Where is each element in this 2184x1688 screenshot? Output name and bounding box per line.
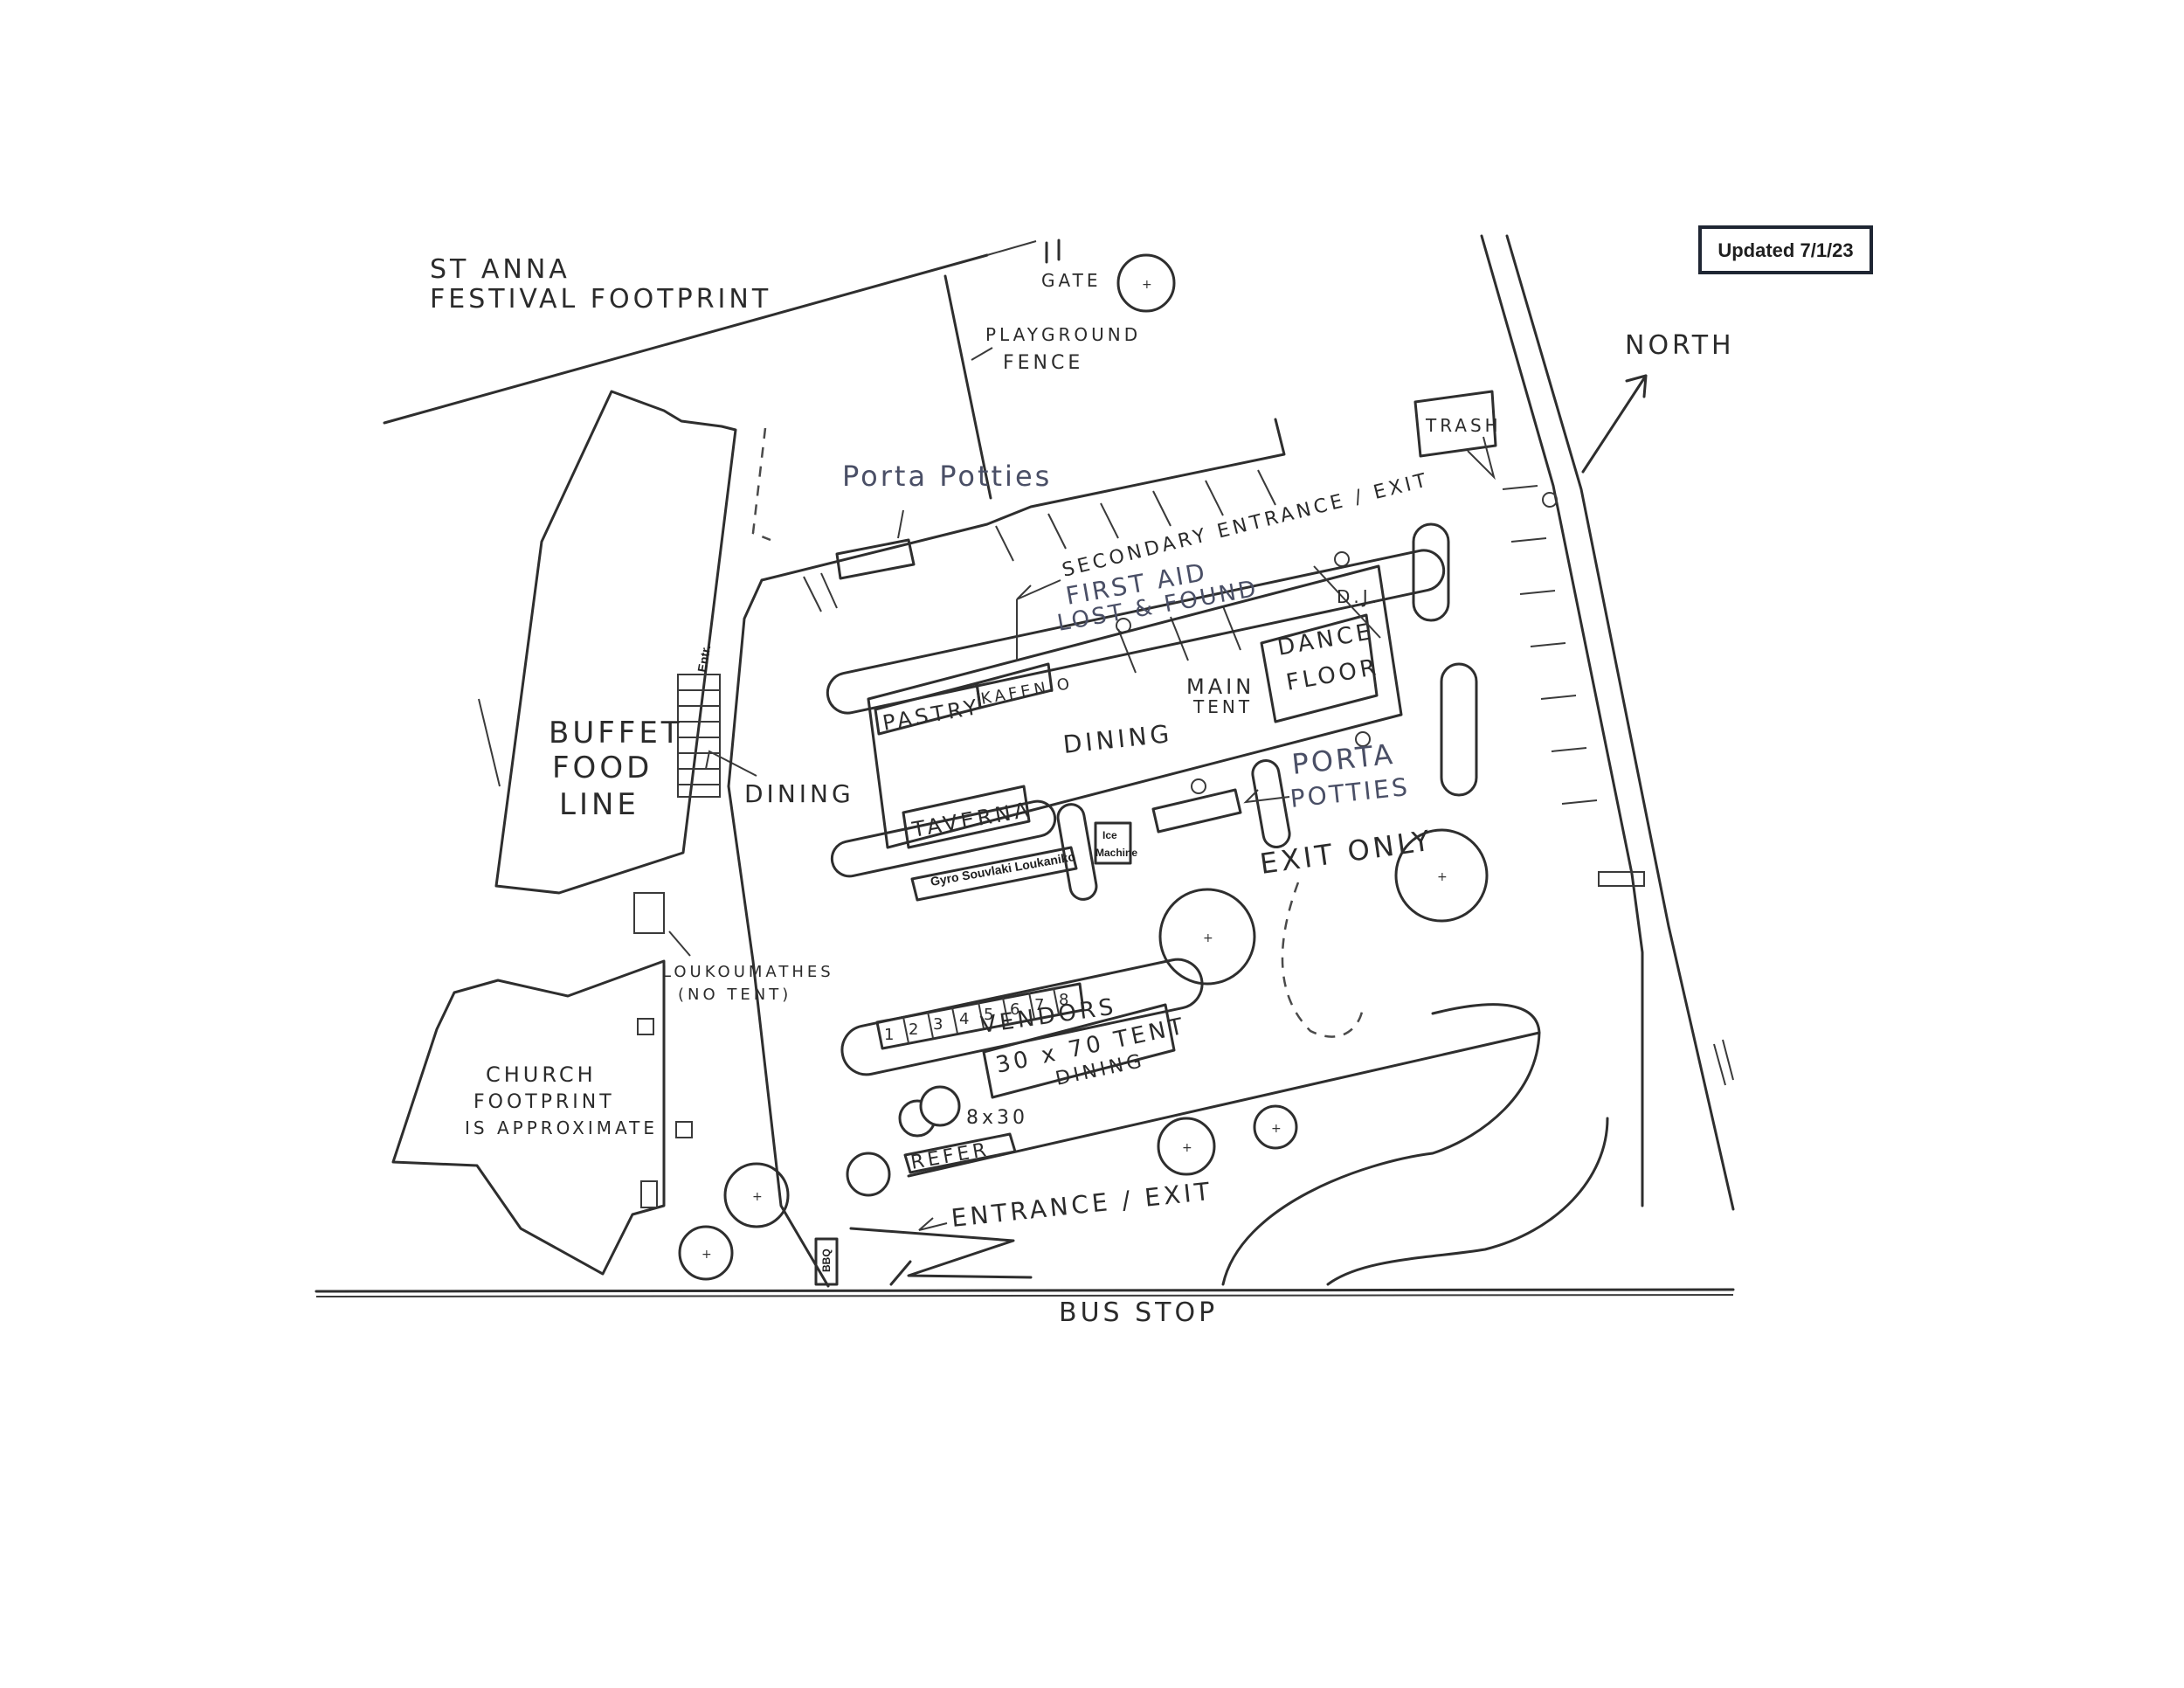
updated-badge-text: Updated 7/1/23 xyxy=(1717,239,1853,261)
vendor-stall-4: 4 xyxy=(959,1010,972,1028)
parking-island xyxy=(1412,522,1450,622)
vendor-stall-2: 2 xyxy=(909,1020,922,1039)
dining-left-arrow xyxy=(705,750,757,777)
parking-island xyxy=(826,549,1446,715)
porta-potties-top-label: Porta Potties xyxy=(842,460,1052,493)
site-boundary xyxy=(314,234,1735,1297)
buffet-label-3: LINE xyxy=(559,787,639,822)
vendor-stall-8: 8 xyxy=(1059,991,1072,1009)
church-pillar xyxy=(675,1121,693,1138)
bus-stop-label: BUS STOP xyxy=(1059,1297,1218,1328)
svg-text:+: + xyxy=(1142,278,1152,292)
vendor-stall-7: 7 xyxy=(1034,996,1047,1014)
loukoumathes: LOUKOUMATHES (NO TENT) xyxy=(633,892,834,1004)
svg-text:+: + xyxy=(702,1248,712,1262)
vendor-stall-3: 3 xyxy=(933,1015,946,1034)
ice-machine: Ice Machine xyxy=(1094,821,1137,865)
tree: + xyxy=(678,1225,734,1281)
svg-text:+: + xyxy=(1182,1141,1192,1155)
svg-text:+: + xyxy=(1271,1122,1282,1136)
tree: + xyxy=(1394,828,1489,923)
svg-text:+: + xyxy=(752,1190,763,1204)
tree xyxy=(846,1152,891,1197)
ice-machine-label-2: Machine xyxy=(1095,847,1137,859)
gate: GATE xyxy=(1041,239,1101,291)
dance-floor-label-2: FLOOR xyxy=(1284,654,1381,696)
refer-label: REFER xyxy=(909,1138,992,1173)
secondary-entrance-arrow xyxy=(1016,579,1061,600)
tree xyxy=(919,1085,961,1127)
updated-badge: Updated 7/1/23 xyxy=(1698,225,1873,274)
church-pillar xyxy=(637,1018,654,1035)
kafenio-booth xyxy=(975,662,1054,709)
dj-label: D.J. xyxy=(1337,586,1380,607)
parking-island xyxy=(1251,759,1291,848)
svg-text:+: + xyxy=(1203,931,1213,945)
main-entrance: ENTRANCE / EXIT xyxy=(849,1177,1214,1286)
church-label-1: CHURCH xyxy=(486,1062,597,1087)
tree: + xyxy=(1116,253,1176,313)
main-tent-label-1: MAIN xyxy=(1186,675,1254,699)
gate-label: GATE xyxy=(1041,270,1101,291)
north-arrow: NORTH xyxy=(1581,330,1735,474)
entrance-exit-label: ENTRANCE / EXIT xyxy=(950,1177,1214,1233)
vendor-stall-6: 6 xyxy=(1010,1000,1023,1019)
bbq: BBQ xyxy=(814,1237,839,1286)
taverna-booth xyxy=(902,785,1031,849)
secondary-entrance-label: SECONDARY ENTRANCE / EXIT xyxy=(1060,469,1431,582)
pastry-label: PASTRY xyxy=(881,695,982,736)
playground-fence-label-1: PLAYGROUND xyxy=(985,324,1141,345)
church-footprint: CHURCH FOOTPRINT IS APPROXIMATE xyxy=(391,959,666,1276)
taverna-label: TAVERNA xyxy=(909,797,1033,842)
buffet-building: BUFFET FOOD LINE Entr. xyxy=(478,390,737,895)
bbq-label: BBQ xyxy=(820,1249,833,1272)
playground-fence: PLAYGROUND FENCE xyxy=(943,274,1141,500)
svg-text:+: + xyxy=(1437,870,1448,884)
porta-potties-mid xyxy=(1151,788,1242,834)
porta-potties-mid-arrow xyxy=(1243,789,1290,804)
tree: + xyxy=(1158,888,1256,986)
north-label: NORTH xyxy=(1625,330,1735,361)
loukoumathes-label-2: (NO TENT) xyxy=(678,986,791,1004)
map-title-line-1: ST ANNA xyxy=(430,254,570,285)
main-tent-label-2: TENT xyxy=(1192,696,1253,717)
tree: + xyxy=(1253,1104,1298,1150)
vendor-stall-1: 1 xyxy=(884,1026,897,1044)
parking-island xyxy=(1440,662,1478,797)
church-label-3: IS APPROXIMATE xyxy=(465,1117,658,1138)
ice-machine-label-1: Ice xyxy=(1102,829,1117,841)
tree: + xyxy=(1157,1117,1216,1176)
dining-left-label: DINING xyxy=(744,779,854,808)
vendor-stall-5: 5 xyxy=(984,1006,997,1024)
map-title-line-2: FESTIVAL FOOTPRINT xyxy=(430,284,771,315)
loukoumathes-label-1: LOUKOUMATHES xyxy=(662,963,834,981)
tree: + xyxy=(723,1162,790,1228)
gyro-booth: Gyro Souvlaki Loukaniko xyxy=(910,846,1078,902)
buffet-label-2: FOOD xyxy=(552,751,653,785)
dance-floor xyxy=(1260,613,1379,723)
church-label-2: FOOTPRINT xyxy=(473,1091,615,1113)
porta-potties-top: Porta Potties xyxy=(835,460,1052,580)
playground-fence-label-2: FENCE xyxy=(1003,352,1083,374)
buffet-label-1: BUFFET xyxy=(549,716,683,751)
parking-island xyxy=(830,799,1057,878)
trash-area: TRASH xyxy=(1413,390,1502,481)
dining-main-label: DINING xyxy=(1061,719,1173,759)
parking-island xyxy=(1056,803,1098,901)
entr-label: Entr. xyxy=(695,644,713,673)
trash-label: TRASH xyxy=(1425,415,1502,436)
size-8x30-label: 8x30 xyxy=(966,1107,1028,1129)
church-pillar xyxy=(640,1180,658,1208)
